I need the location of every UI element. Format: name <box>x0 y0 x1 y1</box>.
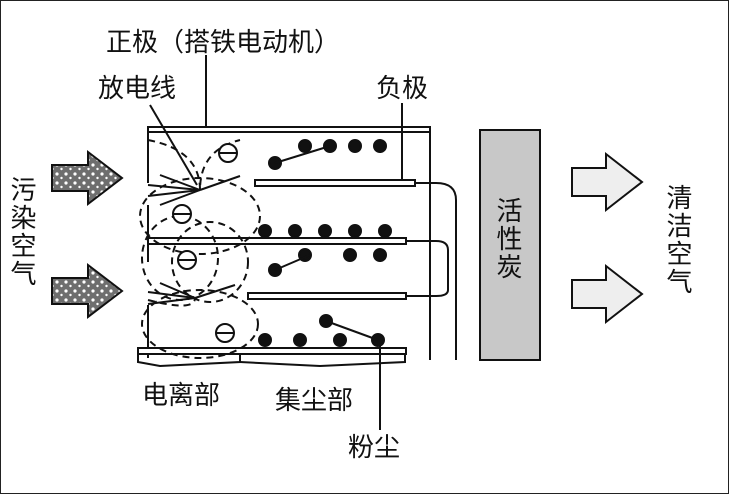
ionization-section-label: 电离部 <box>142 381 221 411</box>
circle-minus-icon <box>172 204 192 224</box>
dust-label: 粉尘 <box>348 433 401 463</box>
discharge-wire-label: 放电线 <box>98 74 177 104</box>
collection-section-label: 集尘部 <box>275 386 354 416</box>
negative-ion-icons <box>172 143 238 343</box>
polluted-air-arrows <box>51 149 124 320</box>
arrow-right-dotted-icon <box>51 262 124 320</box>
clean-air-arrows <box>571 151 644 325</box>
activated-carbon-label: 活性炭 <box>492 197 522 281</box>
ionization-field <box>139 139 261 359</box>
connection-wires <box>406 182 457 360</box>
clean-air-label: 清洁空气 <box>662 184 692 296</box>
circle-minus-icon <box>177 250 197 270</box>
positive-plates <box>137 126 431 355</box>
positive-electrode-label: 正极（搭铁电动机） <box>106 28 341 58</box>
circle-minus-icon <box>218 143 238 163</box>
discharge-wire-lines <box>147 174 241 305</box>
dust-particles <box>258 139 392 347</box>
activated-carbon-panel <box>479 129 541 361</box>
arrow-right-hollow-icon <box>571 263 644 325</box>
circle-minus-icon <box>215 323 235 343</box>
arrow-right-hollow-icon <box>571 151 644 213</box>
negative-electrode-label: 负极 <box>376 74 429 104</box>
leader-lines <box>137 55 406 430</box>
polluted-air-label: 污染空气 <box>6 176 36 288</box>
arrow-right-dotted-icon <box>51 149 124 207</box>
